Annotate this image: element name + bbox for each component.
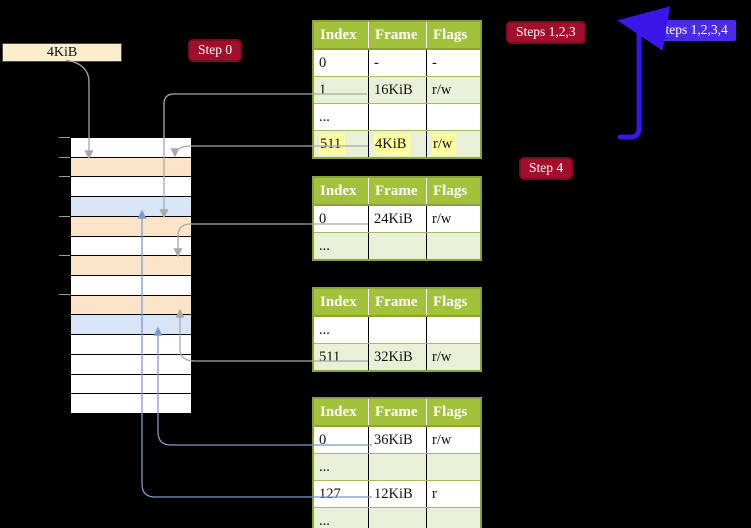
table-row: ... (314, 315, 480, 343)
memory-strip (70, 137, 192, 414)
table-row: ... (314, 507, 480, 528)
table-header-flags: Flags (433, 26, 468, 43)
tick-marks (59, 137, 70, 412)
table-cell: r/w (432, 81, 452, 98)
frame-row-blue (71, 197, 191, 217)
table-header-index: Index (314, 399, 369, 425)
frame-row-white (71, 354, 191, 375)
highlighted-value: 511 (319, 133, 346, 155)
address-tick (59, 156, 70, 158)
table-header-frame: Frame (369, 178, 427, 204)
frame-row-peach (71, 256, 191, 277)
table-cell: r (432, 485, 437, 502)
frame-row-white (71, 335, 191, 355)
table-header-index: Index (314, 289, 369, 315)
table-cell: 511 (314, 131, 369, 157)
table-cell (369, 508, 427, 528)
table-cell: 127 (314, 481, 369, 507)
table-cell (427, 317, 480, 343)
table-header-frame: Frame (369, 399, 427, 425)
frame-row-white (71, 276, 191, 296)
table-cell (427, 454, 480, 480)
table-cell: 0 (314, 50, 369, 76)
table-cell (427, 104, 480, 130)
table-header-frame: Frame (369, 289, 427, 315)
table-cell (369, 454, 427, 480)
table-cell: ... (314, 317, 369, 343)
table-cell: r/w (432, 210, 452, 227)
table-cell: 0 (314, 206, 369, 232)
table-cell: 511 (314, 344, 369, 370)
table-row: ... (314, 103, 480, 130)
table-cell: ... (314, 233, 369, 259)
frame-row-white (71, 236, 191, 257)
table-header-flags: Flags (433, 182, 468, 199)
frame-row-blue (71, 315, 191, 336)
frame-row-white (71, 177, 191, 198)
table-header-flags: Flags (433, 293, 468, 310)
address-tick (59, 294, 70, 296)
highlighted-value: 4KiB (374, 133, 411, 155)
address-tick (59, 176, 70, 178)
table-cell (427, 233, 480, 259)
table-header-index: Index (314, 178, 369, 204)
address-tick (59, 137, 70, 138)
table-header-flags: Flags (433, 403, 468, 420)
table-cell: 1 (314, 77, 369, 103)
highlighted-value: r/w (432, 133, 457, 155)
badge-steps-1-2-3: Steps 1,2,3 (506, 21, 586, 44)
table-header-frame: Frame (369, 22, 427, 48)
table-cell: 32KiB (369, 344, 427, 370)
table-cell (427, 508, 480, 528)
frame-row-peach (71, 295, 191, 316)
table-cell: ... (314, 104, 369, 130)
table-cell: 12KiB (369, 481, 427, 507)
badge-step-0: Step 0 (188, 39, 243, 62)
frame-row-white (71, 138, 191, 158)
table-cell: - (432, 54, 437, 71)
address-tick (59, 254, 70, 256)
table-cell: r/w (432, 348, 452, 365)
table-cell (369, 233, 427, 259)
frame-row-peach (71, 216, 191, 237)
table-row: 0-- (314, 48, 480, 76)
frame-row-white (71, 394, 191, 414)
frame-row-peach (71, 157, 191, 178)
table-cell: ... (314, 454, 369, 480)
table-header-index: Index (314, 22, 369, 48)
table-row: ... (314, 232, 480, 259)
table-cell: 24KiB (369, 206, 427, 232)
table-row: 511 4KiB r/w (314, 130, 480, 157)
table-cell: 4KiB (369, 131, 427, 157)
badge-step-4: Step 4 (519, 157, 574, 180)
table-cell (369, 104, 427, 130)
table-row: ... (314, 453, 480, 480)
frame-size-label: 4KiB (2, 43, 122, 62)
badge-steps-1-2-3-4: Steps 1,2,3,4 (650, 20, 736, 41)
table-cell (369, 317, 427, 343)
frame-row-white (71, 374, 191, 395)
table-cell: 36KiB (369, 427, 427, 453)
recursive-loop-arrow (617, 6, 671, 140)
table-cell: r/w (427, 131, 480, 157)
table-cell: 16KiB (369, 77, 427, 103)
table-cell: ... (314, 508, 369, 528)
address-tick (59, 215, 70, 217)
table-cell: r/w (432, 431, 452, 448)
table-cell: - (369, 50, 427, 76)
table-cell: 0 (314, 427, 369, 453)
